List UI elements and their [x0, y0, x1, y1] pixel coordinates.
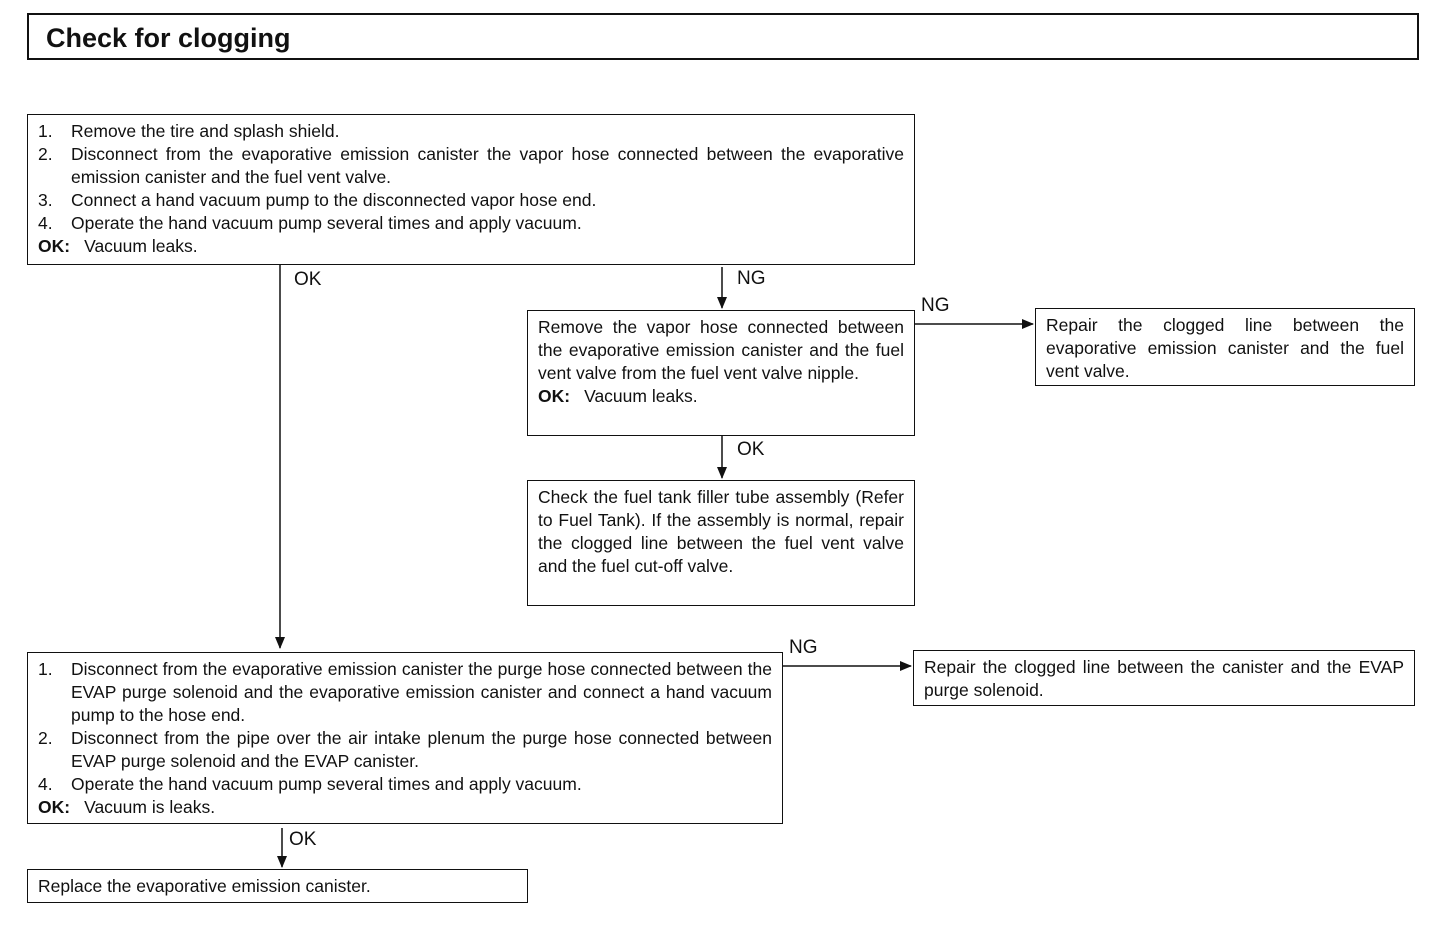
page-title: Check for clogging [46, 23, 291, 53]
step-text: Disconnect from the evaporative emission… [71, 144, 904, 187]
step-item: 2. Disconnect from the evaporative emissi… [38, 143, 904, 189]
step-text: Remove the vapor hose connected between … [538, 317, 904, 383]
step-text: Disconnect from the evaporative emission… [71, 659, 772, 725]
step-text: Disconnect from the pipe over the air in… [71, 728, 772, 771]
ok-text: Vacuum is leaks. [84, 797, 216, 817]
ok-criterion: OK: Vacuum leaks. [538, 385, 904, 408]
edge-label-box5-ok: OK [289, 829, 317, 850]
step-text: Operate the hand vacuum pump several tim… [71, 774, 582, 794]
ok-text: Vacuum leaks. [584, 386, 698, 406]
result-box-replace-canister: Replace the evaporative emission caniste… [27, 869, 528, 903]
ok-label: OK: [38, 797, 71, 817]
step-number: 2. [38, 144, 53, 164]
step-number: 2. [38, 728, 53, 748]
step-item: 4. Operate the hand vacuum pump several t… [38, 773, 772, 796]
step-item: 1. Disconnect from the evaporative emissi… [38, 658, 772, 727]
result-box-repair-vent-line: Repair the clogged line between the evap… [1035, 308, 1415, 386]
step-box-purge-hose-check: 1. Disconnect from the evaporative emissi… [27, 652, 783, 824]
result-box-filler-tube-check: Check the fuel tank filler tube assembly… [527, 480, 915, 606]
step-box-initial-check: 1. Remove the tire and splash shield. 2. D… [27, 114, 915, 265]
step-number: 4. [38, 213, 53, 233]
step-item: 1. Remove the tire and splash shield. [38, 120, 904, 143]
result-text: Repair the clogged line between the cani… [924, 657, 1404, 700]
step-text: Operate the hand vacuum pump several tim… [71, 213, 582, 233]
ok-criterion: OK: Vacuum is leaks. [38, 796, 772, 819]
edge-label-box1-ng: NG [737, 268, 766, 289]
result-text: Check the fuel tank filler tube assembly… [538, 487, 904, 576]
step-text: Remove the tire and splash shield. [71, 121, 340, 141]
ok-label: OK: [538, 386, 571, 406]
ok-criterion: OK: Vacuum leaks. [38, 235, 904, 258]
step-box-vapor-hose-check: Remove the vapor hose connected between … [527, 310, 915, 436]
step-number: 3. [38, 190, 53, 210]
step-item: 2. Disconnect from the pipe over the air … [38, 727, 772, 773]
step-text: Connect a hand vacuum pump to the discon… [71, 190, 597, 210]
step-number: 1. [38, 659, 53, 679]
edge-label-box2-ng: NG [921, 295, 950, 316]
step-number: 1. [38, 121, 53, 141]
ok-label: OK: [38, 236, 71, 256]
result-text: Replace the evaporative emission caniste… [38, 876, 371, 896]
result-box-repair-purge-line: Repair the clogged line between the cani… [913, 650, 1415, 706]
edge-label-box5-ng: NG [789, 637, 818, 658]
step-number: 4. [38, 774, 53, 794]
title-box: Check for clogging [27, 13, 1419, 60]
edge-label-box1-ok: OK [294, 269, 322, 290]
step-item: 4. Operate the hand vacuum pump several t… [38, 212, 904, 235]
step-item: 3. Connect a hand vacuum pump to the disc… [38, 189, 904, 212]
ok-text: Vacuum leaks. [84, 236, 198, 256]
edge-label-box2-ok: OK [737, 439, 765, 460]
result-text: Repair the clogged line between the evap… [1046, 315, 1404, 381]
